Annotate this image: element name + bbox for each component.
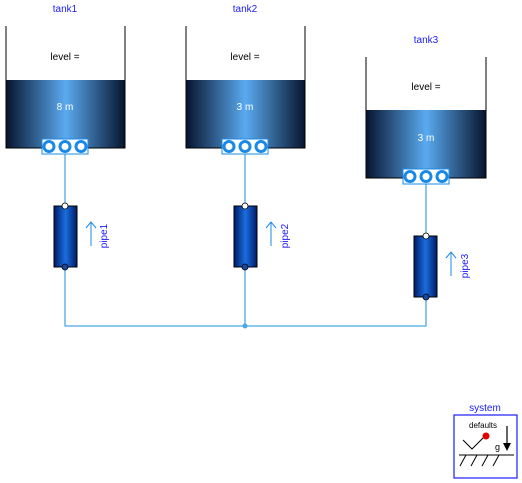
pipe1-port-bottom[interactable] bbox=[61, 263, 69, 271]
tank3-level-label: level = bbox=[411, 82, 440, 93]
tank2-level-label: level = bbox=[230, 52, 259, 63]
tank2-port-3[interactable] bbox=[254, 140, 268, 153]
pipe3-body bbox=[413, 235, 438, 298]
pipe1-body bbox=[53, 205, 78, 268]
tank1-port-3[interactable] bbox=[74, 140, 88, 153]
tank1[interactable]: tank1 level = 8 m bbox=[5, 4, 126, 155]
tank1-port-2[interactable] bbox=[58, 140, 72, 153]
pipe2-flow-arrow-icon bbox=[265, 221, 277, 246]
system-gravity-label: g bbox=[495, 442, 500, 452]
tank3-name: tank3 bbox=[414, 35, 439, 46]
tank3-fluid bbox=[366, 110, 486, 178]
tank3-port-2[interactable] bbox=[419, 170, 433, 183]
tank3-port-3[interactable] bbox=[435, 170, 449, 183]
pipe2-body bbox=[233, 205, 258, 268]
tank2-ports[interactable] bbox=[221, 138, 269, 155]
gravity-arrow-icon bbox=[503, 426, 511, 451]
ground-hatch-icon bbox=[459, 454, 514, 467]
tank3-level-value: 3 m bbox=[418, 133, 435, 144]
tank1-level-label: level = bbox=[50, 52, 79, 63]
tank1-name: tank1 bbox=[53, 4, 78, 15]
connection-lines bbox=[64, 150, 427, 329]
tank1-level-value: 8 m bbox=[57, 102, 74, 113]
pipe3-name: pipe3 bbox=[460, 253, 471, 278]
pipe3-port-bottom[interactable] bbox=[422, 293, 430, 301]
pipe2-port-top[interactable] bbox=[241, 202, 249, 210]
tank2-port-2[interactable] bbox=[238, 140, 252, 153]
pipe2-port-bottom[interactable] bbox=[241, 263, 249, 271]
pipe2-name: pipe2 bbox=[280, 223, 291, 248]
tank1-fluid bbox=[6, 80, 125, 148]
pipe3-flow-arrow-icon bbox=[445, 251, 457, 276]
junction-node bbox=[242, 323, 248, 329]
tank2-port-1[interactable] bbox=[222, 140, 236, 153]
pipe2[interactable]: pipe2 bbox=[233, 202, 291, 271]
pipe3[interactable]: pipe3 bbox=[413, 232, 471, 301]
tank3-port-1[interactable] bbox=[403, 170, 417, 183]
system-name: system bbox=[469, 403, 501, 414]
tank2-level-value: 3 m bbox=[237, 102, 254, 113]
tank2-name: tank2 bbox=[233, 4, 258, 15]
tank1-port-1[interactable] bbox=[42, 140, 56, 153]
tank2[interactable]: tank2 level = 3 m bbox=[185, 4, 306, 155]
pipe1[interactable]: pipe1 bbox=[53, 202, 110, 271]
pipe1-port-top[interactable] bbox=[61, 202, 69, 210]
tank3[interactable]: tank3 level = 3 m bbox=[365, 35, 487, 185]
tank2-fluid bbox=[186, 80, 305, 148]
pipe1-flow-arrow-icon bbox=[85, 221, 97, 246]
pipe1-name: pipe1 bbox=[99, 223, 110, 248]
pipe3-port-top[interactable] bbox=[422, 232, 430, 240]
system-defaults-label: defaults bbox=[469, 421, 497, 430]
tank3-ports[interactable] bbox=[402, 168, 450, 185]
system-block[interactable]: system defaults g bbox=[453, 403, 518, 479]
tank1-ports[interactable] bbox=[41, 138, 89, 155]
pendulum-icon bbox=[462, 432, 490, 450]
